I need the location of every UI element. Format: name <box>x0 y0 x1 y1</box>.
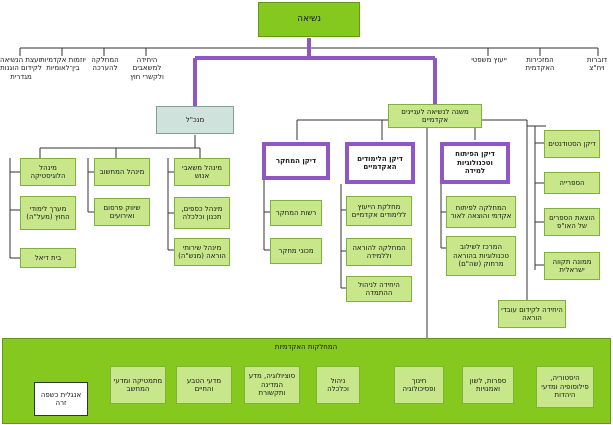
department-label: מתמטיקה ומדעי המחשב <box>113 376 163 393</box>
ceo-unit-label: מינהל משאבי אנוש <box>182 163 222 180</box>
dean-pedagogy-title: דיקן הפיתוח וטכנולוגיות למידה <box>455 150 495 176</box>
president-unit: ייעוץ משפטי <box>471 56 507 64</box>
president-box: נשיאה <box>258 2 360 37</box>
vp-right-unit-label: דיקן הסטודנטים <box>548 139 596 148</box>
president-unit: יועצת הנשיאה לקידום הוגנות מגדרית <box>0 56 42 81</box>
department-box: מדעי הטבע והחיים <box>176 366 232 404</box>
ceo-unit-label: מינהל שירותי הוראה (מנש"ה) <box>178 243 226 260</box>
ceo-unit-label: מינהל כספים, תכנון וכלכלה <box>181 204 223 221</box>
research-unit-label: מכוני מחקר <box>278 246 314 255</box>
ceo-unit-label: מערך לימודי החוץ (מעל"ה) <box>26 204 70 221</box>
ceo-unit-label: בית דיאל <box>34 253 62 262</box>
department-box: ספרות, לשון ואמנויות <box>462 366 514 404</box>
pedagogy-unit-box: המרכז לשילוב טכנולוגיות בהוראה מרחוק (שה… <box>446 236 516 276</box>
vp-right-unit-label: ממונה תקווה ישראלית <box>552 257 592 274</box>
students-unit-label: המחלקה להוראה וללמידה <box>352 243 406 260</box>
students-unit-box: היחידה לניהול ההתמדה <box>346 276 412 302</box>
ceo-unit-label: מינהל המחשוב <box>99 167 145 176</box>
department-box: חינוך ופסיכולוגיה <box>394 366 444 404</box>
ceo-unit-box: מינהל שירותי הוראה (מנש"ה) <box>174 238 230 266</box>
ceo-box: מנכ"ל <box>156 106 234 134</box>
ceo-unit-box: מינהל הלוגיסטיקה <box>20 158 76 186</box>
vp-right-unit-box: הוצאת הספרים של האו"פ <box>544 208 600 236</box>
dean-pedagogy-box: דיקן הפיתוח וטכנולוגיות למידה <box>440 142 510 184</box>
dean-students-box: דיקן הלימודים האקדמיים <box>345 142 415 184</box>
department-label: חינוך ופסיכולוגיה <box>402 376 436 393</box>
president-title: נשיאה <box>297 14 321 25</box>
pedagogy-unit-label: המרכז לשילוב טכנולוגיות בהוראה מרחוק (שה… <box>453 243 509 269</box>
ceo-unit-box: מינהל כספים, תכנון וכלכלה <box>174 197 230 229</box>
ceo-unit-box: מינהל המחשוב <box>94 158 150 186</box>
department-box-extra: אנגלית כשפה זרה <box>34 382 88 416</box>
ceo-unit-label: מינהל הלוגיסטיקה <box>30 163 66 180</box>
vp-right-unit-label: הספרייה <box>559 178 585 187</box>
department-box: היסטוריה, פילוסופיה ומדעי היהדות <box>536 366 594 408</box>
dean-research-title: דיקן המחקר <box>275 156 317 165</box>
department-box: מתמטיקה ומדעי המחשב <box>110 366 166 404</box>
ceo-unit-box: שיווק פרסום ואירועים <box>94 198 150 226</box>
department-label: ניהול וכלכלה <box>327 376 349 393</box>
dean-students-title: דיקן הלימודים האקדמיים <box>357 154 403 171</box>
vp-box: משנה לנשיאה לעניינים אקדמיים <box>388 104 482 128</box>
pedagogy-unit-label: המחלקה לפיתוח אקדמי והוצאה לאור <box>450 203 512 220</box>
staff-unit-label: היחידה לקידום עובדי הוראה <box>501 305 563 322</box>
vp-right-unit-box: ממונה תקווה ישראלית <box>544 252 600 280</box>
research-unit-box: רשות המחקר <box>270 200 322 226</box>
ceo-unit-box: בית דיאל <box>20 248 76 268</box>
vp-right-unit-label: הוצאת הספרים של האו"פ <box>549 213 595 230</box>
students-unit-label: היחידה לניהול ההתמדה <box>358 280 400 297</box>
students-unit-label: מחלקת הייעוץ ללימודים אקדמיים <box>351 202 407 219</box>
president-unit: היחידה למשאבים ולקשרי חוץ <box>130 56 164 81</box>
research-unit-label: רשות המחקר <box>275 208 317 217</box>
dean-research-box: דיקן המחקר <box>262 142 330 180</box>
vp-title: משנה לנשיאה לעניינים אקדמיים <box>401 107 469 124</box>
ceo-title: מנכ"ל <box>185 115 205 124</box>
students-unit-box: המחלקה להוראה וללמידה <box>346 238 412 266</box>
department-label: היסטוריה, פילוסופיה ומדעי היהדות <box>541 374 589 400</box>
pedagogy-unit-box: המחלקה לפיתוח אקדמי והוצאה לאור <box>446 196 516 228</box>
staff-unit-box: היחידה לקידום עובדי הוראה <box>498 300 566 328</box>
department-label: ספרות, לשון ואמנויות <box>469 376 507 393</box>
students-unit-box: מחלקת הייעוץ ללימודים אקדמיים <box>346 196 412 226</box>
department-box: סוציולוגיה, מדע המדינה ותקשורת <box>244 366 300 404</box>
departments-title: המחלקות האקדמיות <box>274 343 338 351</box>
department-label: סוציולוגיה, מדע המדינה ותקשורת <box>248 372 296 398</box>
vp-right-unit-box: הספרייה <box>544 172 600 194</box>
president-unit: דוברות ויח"צ <box>586 56 608 73</box>
president-unit: המחלקה להערכה <box>91 56 119 73</box>
research-unit-box: מכוני מחקר <box>270 238 322 264</box>
department-extra-label: אנגלית כשפה זרה <box>40 390 82 407</box>
president-unit: המזכירות האקדמית <box>525 56 555 73</box>
department-label: מדעי הטבע והחיים <box>186 376 222 393</box>
vp-right-unit-box: דיקן הסטודנטים <box>544 130 600 158</box>
department-box: ניהול וכלכלה <box>316 366 360 404</box>
ceo-unit-box: מערך לימודי החוץ (מעל"ה) <box>20 196 76 230</box>
ceo-unit-label: שיווק פרסום ואירועים <box>103 203 141 220</box>
president-unit: יוזמות אקדמיות בין־לאומיות <box>40 56 86 73</box>
ceo-unit-box: מינהל משאבי אנוש <box>174 158 230 186</box>
